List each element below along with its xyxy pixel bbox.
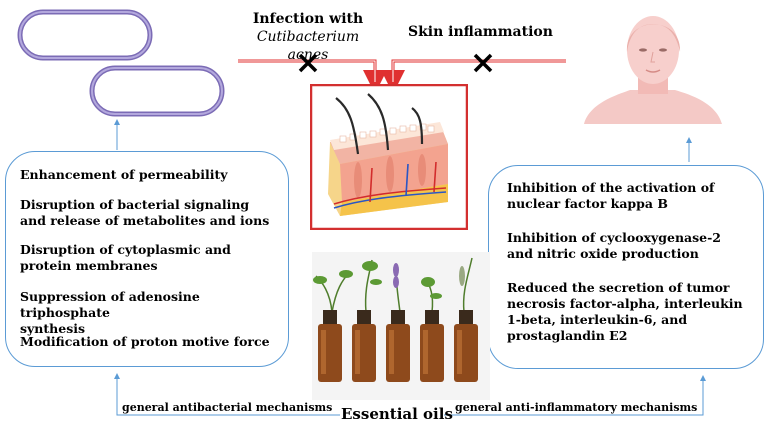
mechanism-item: Modification of proton motive force (20, 334, 270, 349)
inflammation-arrow (381, 59, 566, 94)
anti-inflammatory-mechanisms-box: Inhibition of the activation of nuclear … (488, 165, 764, 369)
antibacterial-caption: general antibacterial mechanisms (122, 401, 333, 414)
infection-label: Infection with Cutibacterium acnes (238, 10, 378, 64)
bacterium-icon (89, 65, 225, 117)
bacteria-illustration (17, 9, 225, 117)
bottle-group (318, 310, 478, 382)
mechanism-item: Suppression of adenosine triphosphate sy… (20, 289, 200, 336)
antibacterial-mechanisms-box: Enhancement of permeability Disruption o… (5, 151, 289, 367)
bottom-left-connector (114, 373, 340, 416)
mechanism-item: Inhibition of cyclooxygenase-2 and nitri… (507, 230, 722, 261)
essential-oils-label: Essential oils (341, 405, 453, 423)
infection-arrow (238, 59, 387, 94)
infection-label-line2: Cutibacterium acnes (256, 29, 360, 63)
bottom-right-connector (444, 375, 706, 416)
bacterium-icon (17, 9, 153, 61)
blocked-pathways (238, 53, 566, 94)
cross-icon (298, 53, 318, 73)
infection-label-line1: Infection with (252, 11, 364, 27)
cross-icon (473, 53, 493, 73)
skin-inflammation-label: Skin inflammation (408, 24, 553, 40)
mechanism-item: Reduced the secretion of tumor necrosis … (507, 280, 743, 343)
mechanism-item: Inhibition of the activation of nuclear … (507, 180, 715, 211)
mechanism-item: Enhancement of permeability (20, 167, 228, 182)
mechanism-item: Disruption of bacterial signaling and re… (20, 197, 270, 228)
skin-cross-section-illustration (310, 84, 468, 230)
essential-oil-bottles-illustration (312, 252, 490, 400)
face-illustration (584, 16, 722, 124)
anti-inflammatory-caption: general anti-inflammatory mechanisms (455, 401, 698, 414)
mechanism-item: Disruption of cytoplasmic and protein me… (20, 242, 231, 273)
